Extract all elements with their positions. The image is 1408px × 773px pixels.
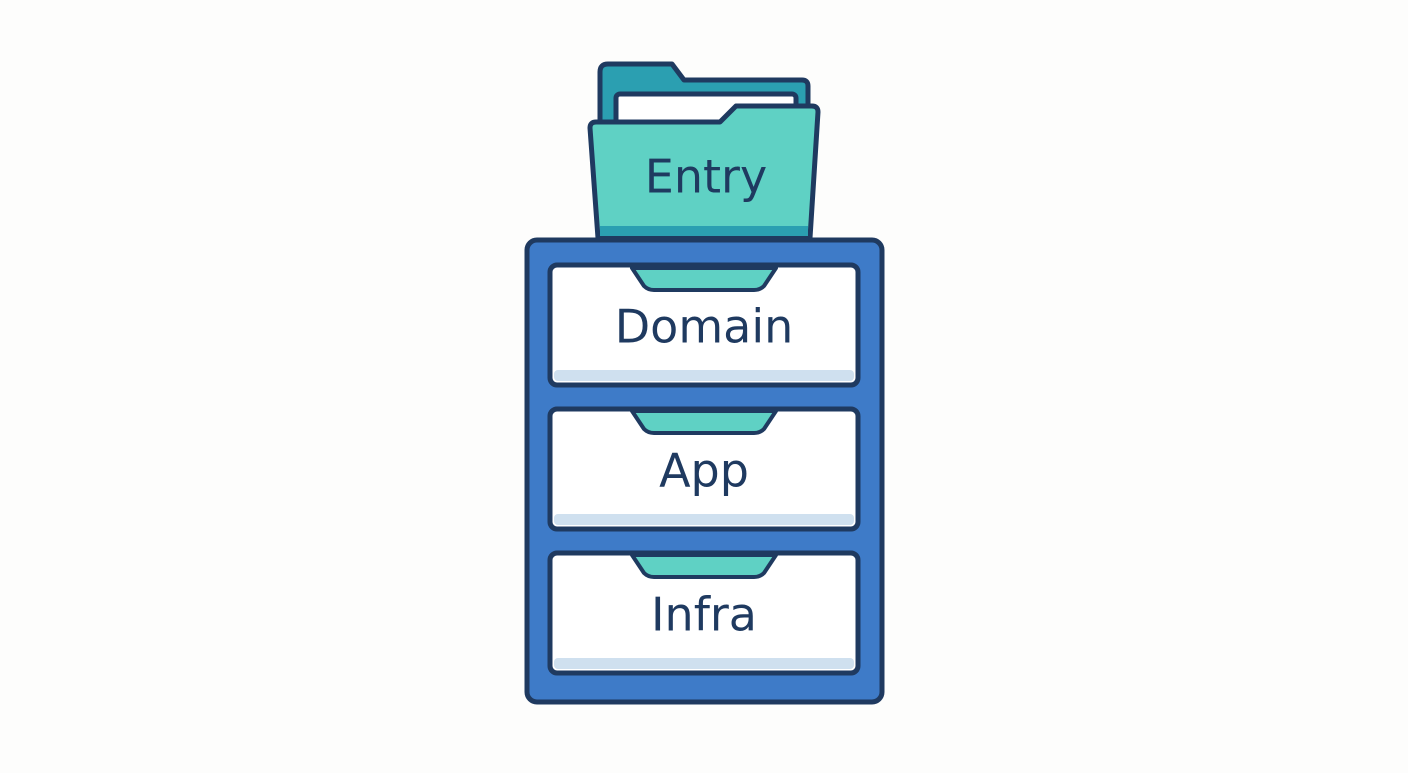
drawer-shadow-domain xyxy=(554,370,854,381)
drawer-infra: Infra xyxy=(547,550,861,676)
drawer-handle-infra xyxy=(630,553,778,579)
drawer-domain: Domain xyxy=(547,262,861,388)
folder-front-panel xyxy=(587,103,821,241)
drawer-handle-app xyxy=(630,409,778,435)
folder-front-lip xyxy=(600,226,808,236)
drawer-shadow-infra xyxy=(554,658,854,669)
folder-label: Entry xyxy=(645,150,767,204)
drawer-label-app: App xyxy=(659,444,749,498)
drawer-face-domain xyxy=(547,262,861,388)
drawer-label-infra: Infra xyxy=(651,588,757,642)
drawer-shadow-app xyxy=(554,514,854,525)
drawer-app: App xyxy=(547,406,861,532)
drawer-handle-domain-front xyxy=(630,266,778,292)
drawer-label-domain: Domain xyxy=(615,300,794,354)
entry-folder: Entry xyxy=(587,61,821,241)
